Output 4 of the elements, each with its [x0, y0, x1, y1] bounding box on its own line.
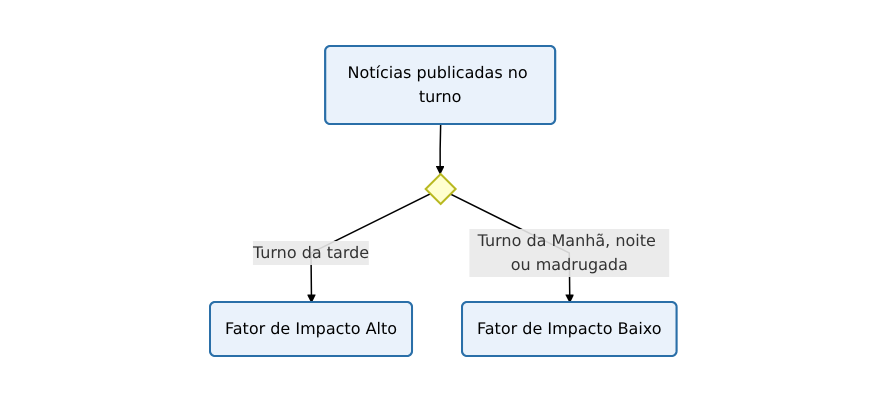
node-diamond — [424, 172, 458, 205]
arrow — [436, 124, 445, 174]
edge-label: Turno da Manhã, noite ou madrugada — [478, 230, 656, 274]
edge-label: Turno da tarde — [253, 242, 370, 262]
